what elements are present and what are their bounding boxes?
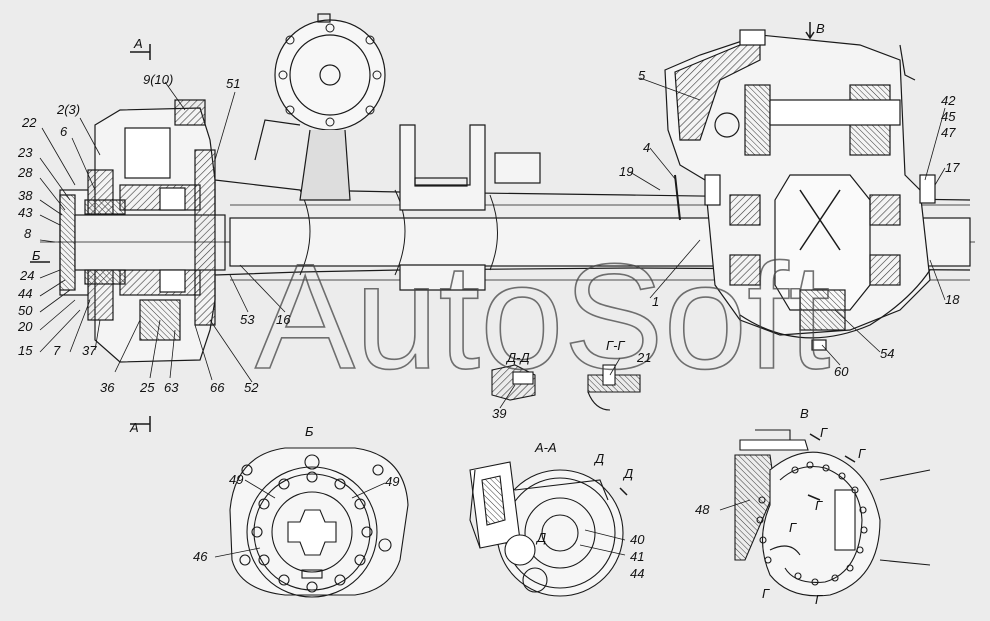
label-5: 5 [638, 68, 646, 83]
section-d-1: Д [593, 451, 604, 466]
label-18: 18 [945, 292, 960, 307]
label-42: 42 [941, 93, 956, 108]
section-d-3: Д [535, 530, 546, 545]
spring-bracket-left [399, 124, 486, 211]
watermark: AutoSoft [255, 232, 830, 400]
section-a-top: А [133, 36, 143, 51]
label-24: 24 [19, 268, 34, 283]
ring-gear [774, 174, 871, 311]
label-52: 52 [244, 380, 259, 395]
detail-gg [587, 364, 641, 411]
flange-bolts [251, 471, 373, 593]
view-aa-title: А-А [534, 440, 557, 455]
label-9-10: 9(10) [143, 72, 173, 87]
label-17: 17 [945, 160, 960, 175]
label-43: 43 [18, 205, 33, 220]
section-v-marker: В [816, 21, 825, 36]
label-60: 60 [834, 364, 849, 379]
label-36: 36 [100, 380, 115, 395]
section-a-bottom: А [129, 420, 139, 435]
label-46: 46 [193, 549, 208, 564]
leader-lines [39, 77, 946, 558]
label-20: 20 [17, 319, 33, 334]
view-v-bolts [756, 461, 868, 586]
view-b-title: Б [305, 424, 314, 439]
label-48: 48 [695, 502, 710, 517]
detail-dd-title: Д-Д [505, 350, 530, 365]
section-g-2: Г [858, 446, 866, 461]
label-47: 47 [941, 125, 956, 140]
label-51: 51 [226, 76, 240, 91]
label-40: 40 [630, 532, 645, 547]
section-b-marker: Б [32, 248, 41, 263]
label-49-left: 49 [229, 472, 243, 487]
section-g-3: Г [815, 498, 823, 513]
label-28: 28 [17, 165, 33, 180]
view-aa-brake [469, 461, 624, 597]
label-38: 38 [18, 188, 33, 203]
label-8: 8 [24, 226, 32, 241]
section-markers [30, 22, 856, 501]
label-1: 1 [652, 294, 659, 309]
view-v [734, 429, 931, 597]
section-labels: А А Б В Д-Д Г-Г Б А-А В Д Д Д Г Г Г Г Г … [32, 21, 866, 607]
label-25: 25 [139, 380, 155, 395]
label-4: 4 [643, 140, 650, 155]
label-7: 7 [53, 343, 61, 358]
part-labels: 9(10) 51 2(3) 22 6 23 28 38 43 8 24 44 5… [17, 68, 960, 581]
label-37: 37 [82, 343, 97, 358]
label-54: 54 [880, 346, 894, 361]
chamber-bolts [278, 23, 382, 127]
brake-mechanism [124, 127, 171, 179]
label-6: 6 [60, 124, 68, 139]
label-49-right: 49 [385, 474, 399, 489]
label-66: 66 [210, 380, 225, 395]
label-63: 63 [164, 380, 179, 395]
detail-gg-title: Г-Г [606, 338, 625, 353]
section-g-5: Г [762, 586, 770, 601]
label-53: 53 [240, 312, 255, 327]
label-41: 41 [630, 549, 644, 564]
section-g-6: Г [815, 592, 823, 607]
label-19: 19 [619, 164, 633, 179]
label-15: 15 [18, 343, 33, 358]
label-16: 16 [276, 312, 291, 327]
spring-pad [494, 152, 541, 184]
label-44-aa: 44 [630, 566, 644, 581]
detail-dd [491, 364, 536, 401]
label-44-main: 44 [18, 286, 32, 301]
label-50: 50 [18, 303, 33, 318]
label-2-3: 2(3) [56, 102, 80, 117]
section-g-1: Г [820, 425, 828, 440]
main-axle-section [40, 13, 975, 363]
label-22: 22 [21, 115, 37, 130]
view-v-title: В [800, 406, 809, 421]
section-g-4: Г [789, 520, 797, 535]
label-23: 23 [17, 145, 33, 160]
label-45: 45 [941, 109, 956, 124]
view-b-flange [229, 447, 409, 598]
label-39: 39 [492, 406, 506, 421]
section-d-2: Д [622, 466, 633, 481]
label-21: 21 [636, 350, 651, 365]
